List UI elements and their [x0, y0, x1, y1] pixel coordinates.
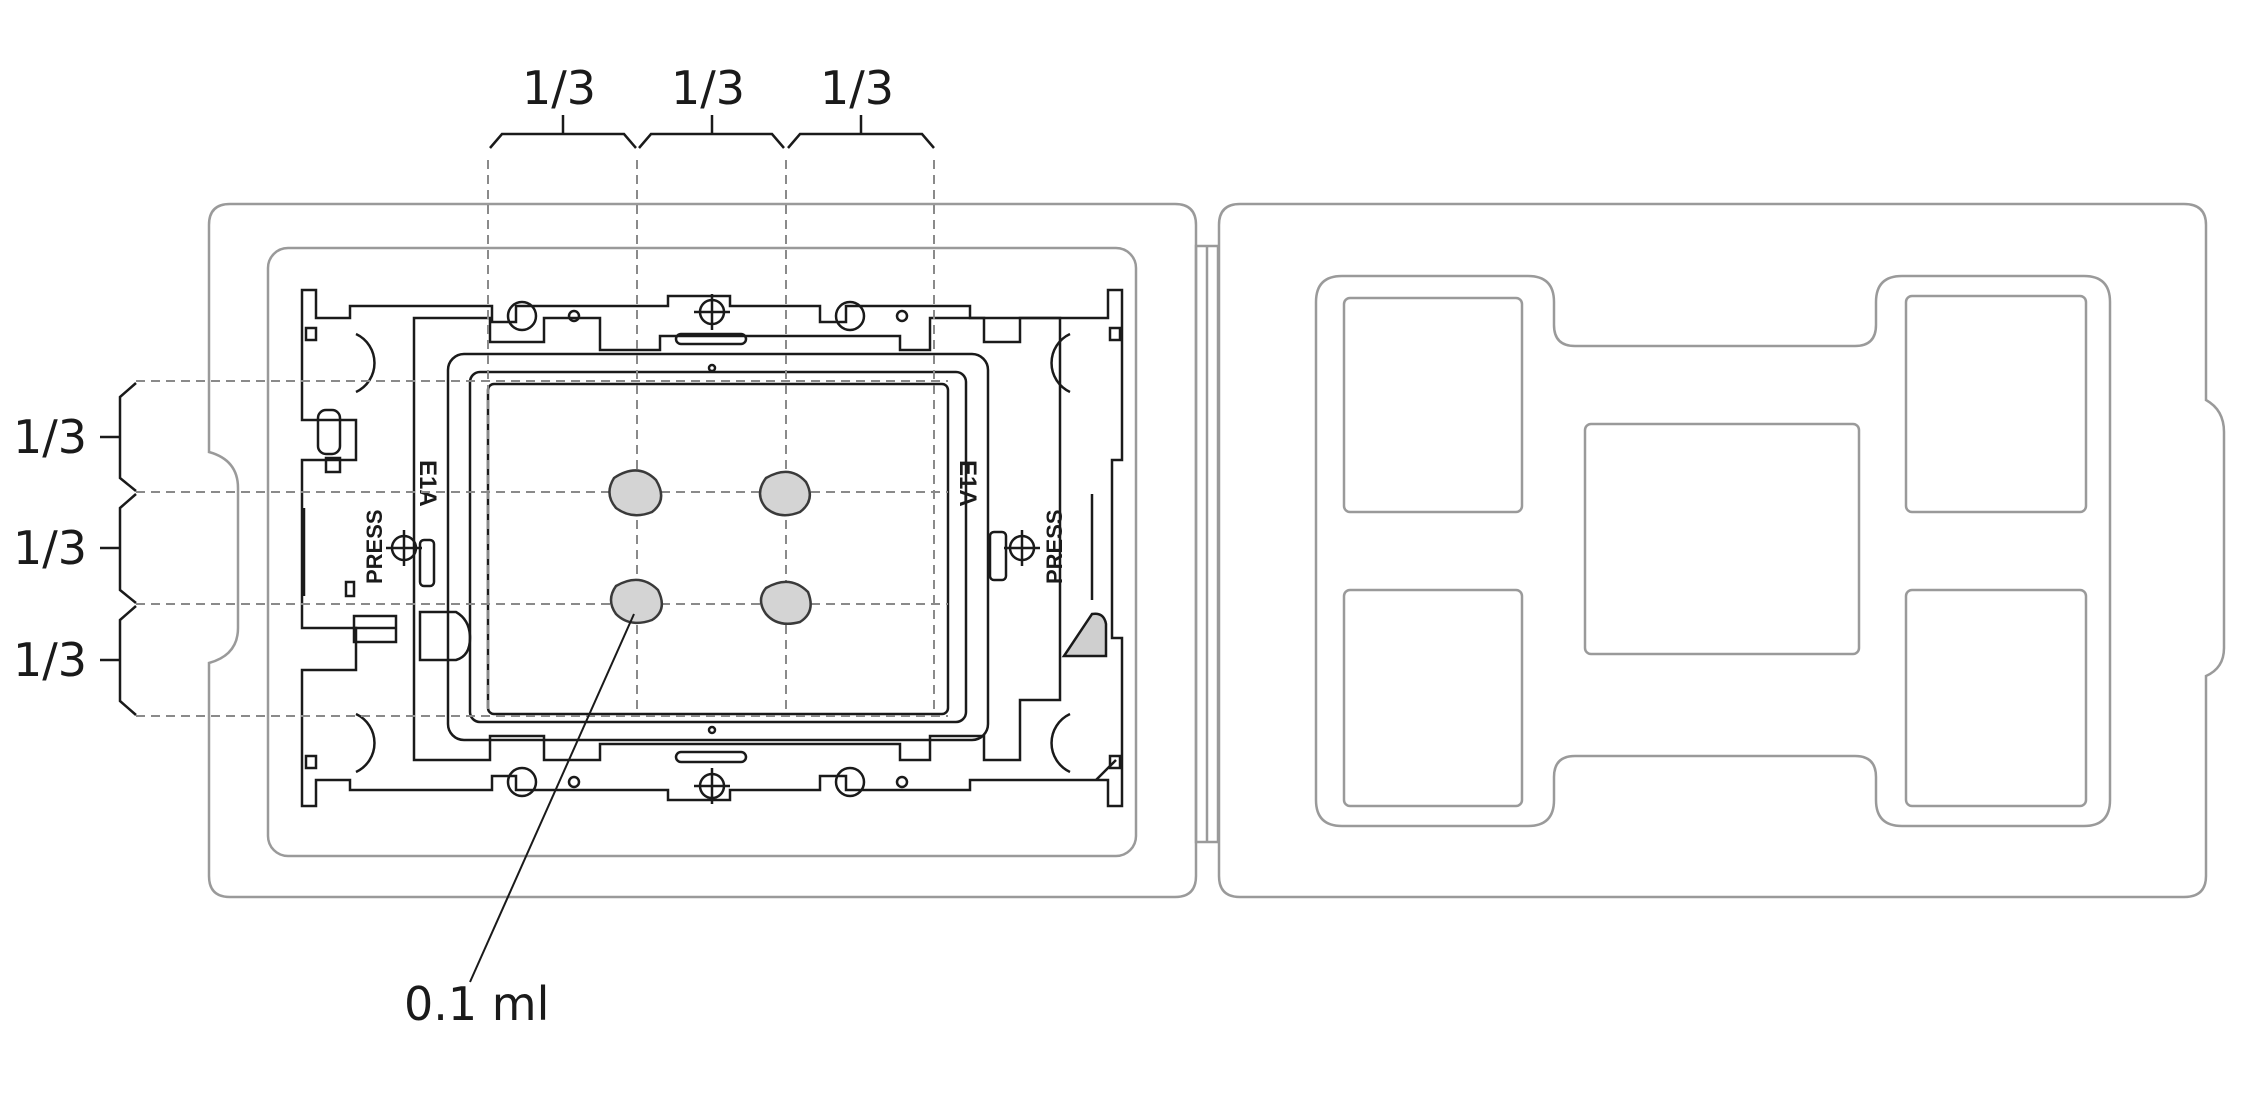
dashed-guides: [136, 160, 948, 717]
press-label-left: PRESS: [362, 509, 387, 584]
volume-leader-line: [469, 613, 635, 983]
crosshair-top: [694, 294, 730, 330]
paste-dot-3: [609, 578, 664, 625]
crosshair-bottom: [694, 768, 730, 804]
paste-dot-2: [758, 470, 812, 517]
paste-dot-1: [608, 469, 663, 517]
left-tray: [207, 202, 1198, 899]
press-label-right: PRESS: [1042, 509, 1067, 584]
row-bracket-3: [118, 605, 137, 716]
crosshair-left: [386, 530, 422, 566]
row-bracket-1: [118, 382, 137, 492]
row-brackets: [100, 382, 137, 716]
row-label-1: 1/3: [13, 410, 87, 464]
socket-mark-left: E1A: [414, 460, 441, 507]
row-bracket-2: [118, 493, 137, 604]
column-bracket-1: [489, 132, 637, 149]
tray-hinge: [1194, 244, 1220, 844]
dot-volume-label: 0.1 ml: [404, 977, 549, 1031]
paste-dots: [608, 469, 812, 625]
crosshair-right: [1004, 530, 1040, 566]
column-brackets: [489, 115, 935, 149]
paste-dot-4: [759, 580, 812, 625]
socket-mark-right: E1A: [954, 460, 981, 507]
column-label-2: 1/3: [671, 61, 745, 115]
row-label-3: 1/3: [13, 633, 87, 687]
row-label-2: 1/3: [13, 521, 87, 575]
column-label-1: 1/3: [522, 61, 596, 115]
column-bracket-3: [787, 132, 935, 149]
processor-carrier: [300, 288, 1124, 808]
right-tray: [1217, 202, 2226, 899]
column-bracket-2: [638, 132, 785, 149]
column-label-3: 1/3: [820, 61, 894, 115]
crosshair-marks: [386, 294, 1040, 804]
